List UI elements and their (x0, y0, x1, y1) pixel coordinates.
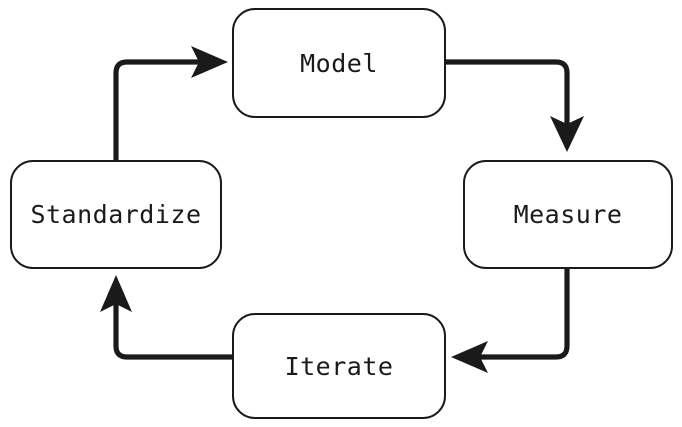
arrowhead-up-chevron-icon (100, 275, 132, 312)
node-iterate-label: Iterate (284, 351, 394, 381)
edge-model-to-measure-line (446, 59, 570, 127)
edge-measure-to-iterate (451, 269, 570, 373)
arrowhead-left-chevron-icon (451, 341, 488, 373)
edge-model-to-measure (446, 59, 584, 152)
arrowhead-right-chevron-icon (191, 46, 228, 78)
arrowhead-down-solid-icon (550, 116, 584, 152)
edge-measure-to-iterate-line (475, 269, 570, 360)
edge-iterate-to-standardize (100, 275, 232, 360)
node-standardize[interactable]: Standardize (10, 160, 222, 269)
node-measure-label: Measure (513, 200, 623, 229)
node-standardize-label: Standardize (30, 200, 202, 229)
node-iterate[interactable]: Iterate (232, 313, 446, 419)
edge-standardize-to-model (113, 46, 228, 160)
node-model[interactable]: Model (232, 8, 446, 118)
node-model-label: Model (300, 48, 378, 78)
edge-standardize-to-model-line (113, 59, 203, 160)
node-measure[interactable]: Measure (463, 160, 673, 269)
edge-iterate-to-standardize-line (113, 300, 232, 360)
